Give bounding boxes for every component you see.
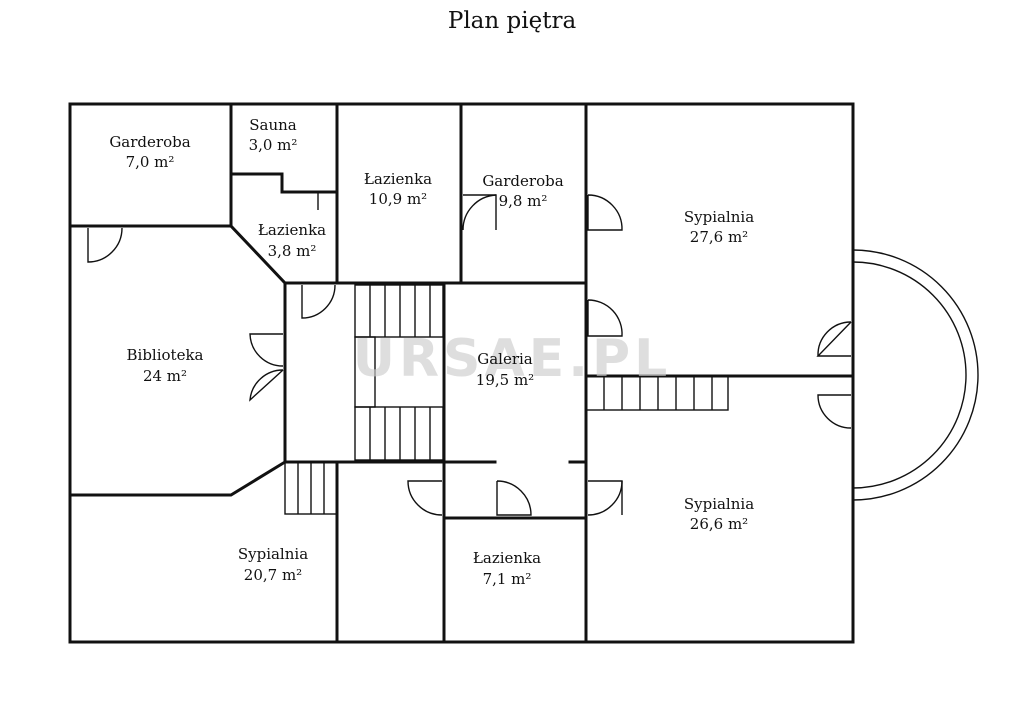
room-area-biblioteka: 24 m² — [143, 367, 187, 385]
room-name-lazienka-1: Łazienka — [364, 170, 432, 188]
room-area-garderoba-1: 7,0 m² — [126, 153, 175, 171]
room-name-sypialnia-3: Sypialnia — [238, 545, 308, 563]
stairs — [284, 284, 729, 515]
room-name-garderoba-2: Garderoba — [482, 172, 563, 190]
room-name-sauna: Sauna — [249, 116, 297, 134]
room-name-lazienka-3: Łazienka — [473, 549, 541, 567]
room-area-lazienka-1: 10,9 m² — [369, 190, 427, 208]
room-area-sypialnia-3: 20,7 m² — [244, 566, 302, 584]
room-area-lazienka-2: 3,8 m² — [268, 242, 317, 260]
room-area-sypialnia-2: 26,6 m² — [690, 515, 748, 533]
plan-title: Plan piętra — [447, 8, 577, 34]
room-name-sypialnia-2: Sypialnia — [684, 495, 754, 513]
room-area-galeria: 19,5 m² — [476, 371, 534, 389]
watermark: URSAE.PL — [353, 329, 671, 389]
room-area-sauna: 3,0 m² — [249, 136, 298, 154]
room-area-garderoba-2: 9,8 m² — [499, 192, 548, 210]
room-name-lazienka-2: Łazienka — [258, 221, 326, 239]
doors — [87, 191, 852, 516]
room-name-sypialnia-1: Sypialnia — [684, 208, 754, 226]
room-area-lazienka-3: 7,1 m² — [483, 570, 532, 588]
room-labels: Garderoba 7,0 m² Sauna 3,0 m² Łazienka 1… — [109, 116, 754, 588]
bay-window — [852, 249, 979, 501]
room-area-sypialnia-1: 27,6 m² — [690, 228, 748, 246]
room-name-garderoba-1: Garderoba — [109, 133, 190, 151]
room-name-galeria: Galeria — [477, 350, 533, 368]
room-name-biblioteka: Biblioteka — [127, 346, 204, 364]
